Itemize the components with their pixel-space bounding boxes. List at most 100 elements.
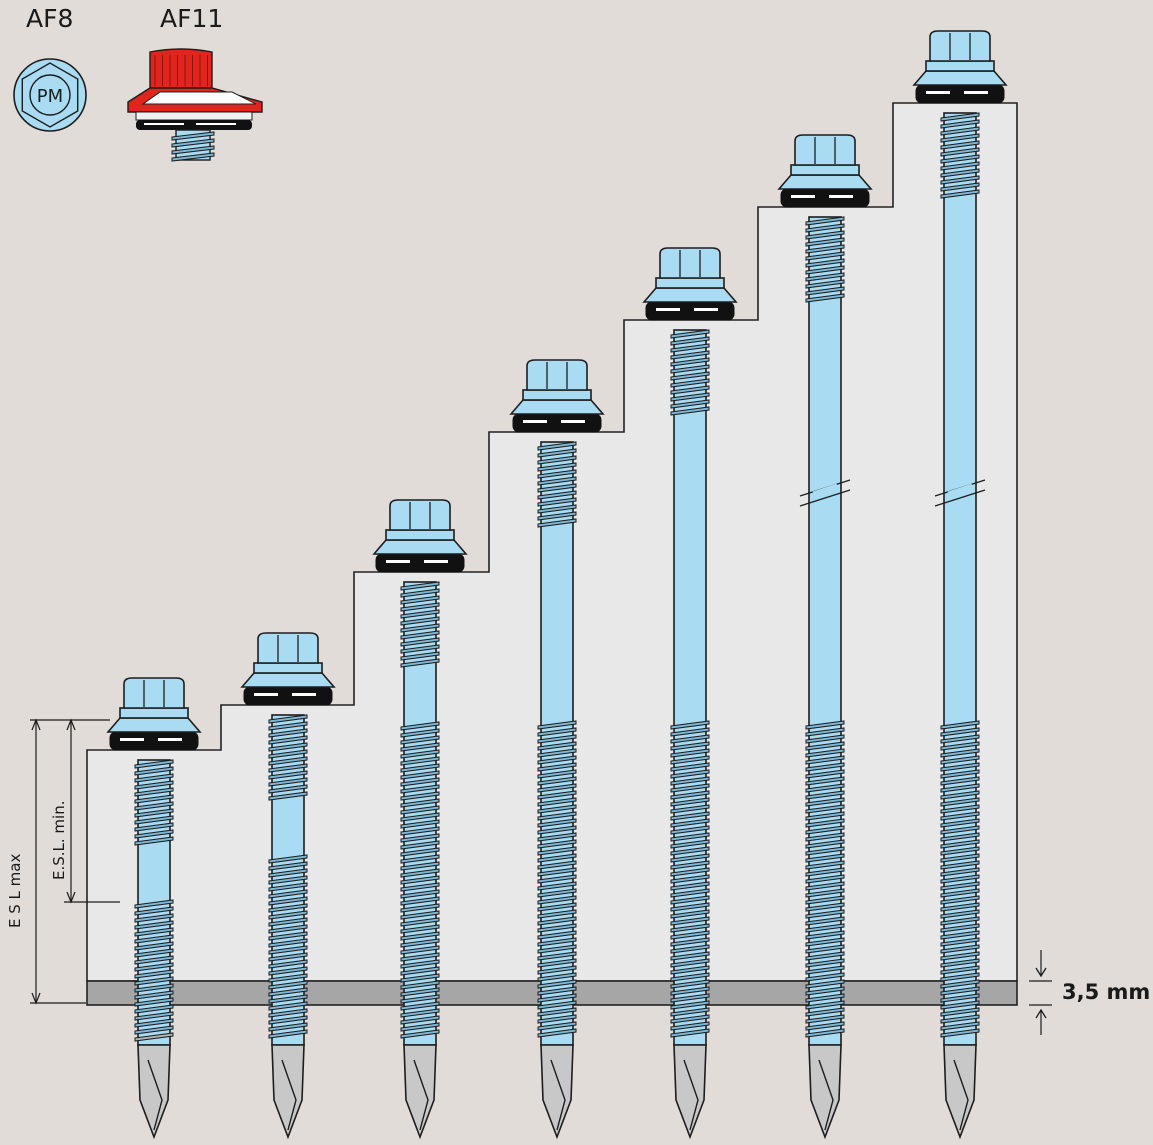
thread-ridge	[268, 784, 308, 794]
thread-ridge	[805, 944, 845, 954]
thread-ridge	[805, 286, 845, 296]
thread-ridge	[537, 727, 577, 737]
thread-ridge	[537, 469, 577, 479]
thread-ridge	[268, 1015, 308, 1025]
thread-ridge	[805, 279, 845, 289]
thread-ridge	[670, 727, 710, 737]
thread-ridge	[268, 854, 308, 864]
thread-ridge	[400, 749, 440, 759]
thread-ridge	[805, 790, 845, 800]
thread-ridge	[805, 1000, 845, 1010]
thread-ridge	[268, 882, 308, 892]
thread-ridge	[940, 168, 980, 178]
hex-head	[929, 30, 991, 62]
thread-ridge	[670, 909, 710, 919]
drill-flute	[147, 1059, 163, 1131]
thread-ridge	[400, 910, 440, 920]
thread-ridge	[268, 903, 308, 913]
thread-ridge	[805, 832, 845, 842]
thread-ridge	[805, 916, 845, 926]
thread-ridge	[940, 825, 980, 835]
metal-washer	[509, 399, 605, 415]
thread-ridge	[400, 609, 440, 619]
thread-ridge	[670, 762, 710, 772]
thread-ridge	[670, 385, 710, 395]
drill-flute	[550, 1059, 566, 1131]
break-gap	[812, 483, 838, 495]
thread-ridge	[940, 140, 980, 150]
thread-ridge	[537, 979, 577, 989]
thread-ridge	[940, 986, 980, 996]
thread-ridge	[670, 979, 710, 989]
washer-highlight	[561, 420, 585, 423]
thread-ridge	[805, 853, 845, 863]
arrow-up	[66, 718, 76, 731]
thread-ridge	[400, 602, 440, 612]
thread-ridge	[670, 371, 710, 381]
thread-ridge	[400, 819, 440, 829]
thread-ridge	[805, 776, 845, 786]
thread-ridge	[400, 742, 440, 752]
thread-ridge	[268, 868, 308, 878]
thread-ridge	[400, 756, 440, 766]
thread-ridge	[670, 769, 710, 779]
thread-ridge	[268, 938, 308, 948]
thread-ridge	[940, 1014, 980, 1024]
thread-ridge	[805, 755, 845, 765]
thread-ridge	[805, 937, 845, 947]
thread-ridge	[537, 783, 577, 793]
af8-head-icon: PM	[13, 58, 87, 132]
thread-ridge	[805, 874, 845, 884]
thread-ridge	[134, 990, 174, 1000]
thread-ridge	[805, 783, 845, 793]
thread-ridge	[670, 399, 710, 409]
thread-ridge	[940, 811, 980, 821]
thread-ridge	[537, 1028, 577, 1038]
thread-ridge	[670, 881, 710, 891]
thread-ridge	[940, 888, 980, 898]
thread-ridge	[268, 763, 308, 773]
thread-ridge	[805, 930, 845, 940]
thread-ridge	[537, 972, 577, 982]
thread-ridge	[940, 755, 980, 765]
thread-ridge	[400, 840, 440, 850]
thread-ridge	[805, 825, 845, 835]
thread-ridge	[805, 993, 845, 1003]
drill-flute	[683, 1059, 699, 1131]
thread-ridge	[670, 734, 710, 744]
washer-highlight	[144, 123, 184, 125]
thread-ridge	[670, 1000, 710, 1010]
head-flange	[925, 60, 995, 72]
thread-ridge	[940, 832, 980, 842]
thread-ridge	[940, 846, 980, 856]
arrow-up	[1035, 1008, 1047, 1019]
thread-ridge	[670, 811, 710, 821]
arrow-down	[1035, 967, 1047, 978]
thread-ridge	[268, 980, 308, 990]
thread-ridge	[670, 336, 710, 346]
thread-ridge	[400, 847, 440, 857]
thread-ridge	[537, 511, 577, 521]
thread-ridge	[400, 588, 440, 598]
thread-ridge	[268, 959, 308, 969]
washer-highlight	[656, 308, 680, 311]
thread-ridge	[670, 860, 710, 870]
thread-ridge	[537, 455, 577, 465]
break-gap	[947, 483, 973, 495]
thread-ridge	[537, 518, 577, 528]
thread-ridge	[940, 734, 980, 744]
thread-ridge	[537, 965, 577, 975]
thread-ridge	[268, 777, 308, 787]
thread-ridge	[537, 1014, 577, 1024]
thread-ridge	[670, 378, 710, 388]
thread-ridge	[537, 811, 577, 821]
af8-label: AF8	[26, 4, 74, 33]
thread-ridge	[805, 720, 845, 730]
thread-ridge	[670, 846, 710, 856]
af11-cap-icon	[127, 48, 263, 162]
thread-ridge	[670, 776, 710, 786]
thread-ridge	[400, 903, 440, 913]
thread-ridge	[670, 818, 710, 828]
thread-ridge	[940, 860, 980, 870]
thread-ridge	[805, 293, 845, 303]
